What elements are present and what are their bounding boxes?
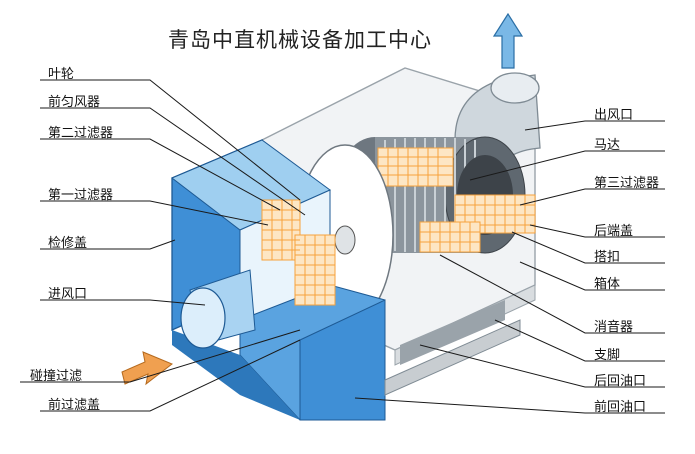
label-silencer: 消音器 [594, 320, 634, 335]
leader-line [494, 319, 665, 362]
leader-line [40, 239, 176, 250]
leader-line [469, 150, 665, 181]
label-rear-end-cover: 后端盖 [594, 224, 634, 239]
leader-line [40, 299, 206, 306]
label-box-body: 箱体 [594, 277, 621, 292]
leader-line [40, 79, 301, 201]
label-front-filter-cover: 前过滤盖 [48, 398, 101, 413]
label-buckle: 搭扣 [594, 250, 621, 265]
label-second-filter: 第二过滤器 [48, 126, 114, 141]
label-rear-oil-return: 后回油口 [594, 374, 647, 389]
label-front-diffuser: 前匀风器 [48, 95, 101, 110]
label-impeller: 叶轮 [48, 67, 75, 82]
label-air-inlet: 进风口 [48, 287, 88, 302]
label-air-outlet: 出风口 [594, 108, 634, 123]
leader-line [439, 254, 665, 334]
leader-line [419, 344, 665, 388]
label-first-filter: 第一过滤器 [48, 188, 114, 203]
leader-line [524, 120, 665, 131]
leader-line [529, 224, 665, 238]
label-motor: 马达 [594, 138, 621, 153]
air-inlet-pipe [180, 269, 256, 349]
leader-line [20, 329, 301, 383]
leader-lines [20, 79, 665, 414]
label-support-foot: 支脚 [594, 348, 621, 363]
inner-filters [261, 199, 336, 306]
leader-line [40, 339, 301, 412]
leader-line [519, 261, 665, 291]
inlet-arrow-icon [121, 351, 173, 386]
leader-line [40, 200, 269, 226]
label-third-filter: 第三过滤器 [594, 176, 660, 191]
leader-line [40, 107, 306, 216]
page-title: 青岛中直机械设备加工中心 [168, 28, 432, 52]
mesh-filters [377, 147, 536, 253]
leader-line [519, 188, 665, 206]
leader-line [511, 231, 665, 264]
support-base [384, 300, 521, 396]
label-inspection-cover: 检修盖 [48, 236, 88, 251]
leader-line [40, 138, 281, 211]
label-impact-filter: 碰撞过滤 [30, 369, 83, 384]
leader-line [354, 397, 665, 414]
label-front-oil-return: 前回油口 [594, 400, 647, 415]
outlet-arrow-icon [492, 12, 524, 69]
